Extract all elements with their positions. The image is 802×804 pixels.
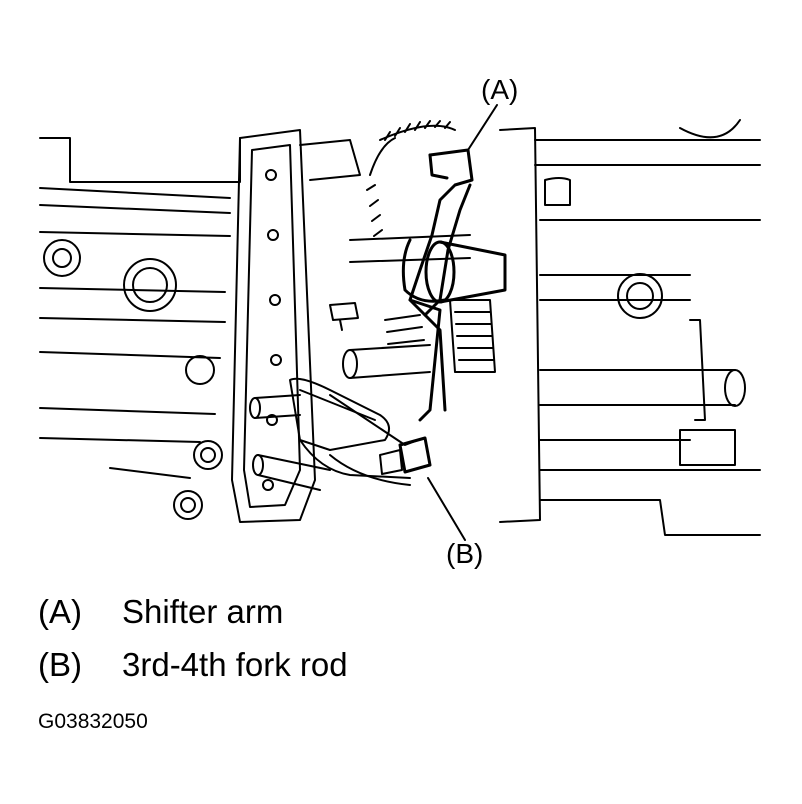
detent-bracket (329, 302, 359, 331)
legend-label-b: 3rd-4th fork rod (122, 646, 348, 683)
callout-b: (B) (446, 538, 484, 569)
fork-rod-end (379, 436, 432, 475)
legend-key-a: (A) (38, 593, 82, 630)
leader-line-b (427, 477, 466, 541)
shifter-arm (401, 148, 507, 422)
gear-teeth (366, 120, 496, 373)
legend-label-a: Shifter arm (122, 593, 284, 630)
legend-row-a: (A) Shifter arm (38, 594, 283, 630)
transmission-diagram (39, 104, 761, 541)
legend-key-b: (B) (38, 646, 82, 683)
gasket-plate (231, 129, 361, 523)
left-housing (39, 137, 241, 520)
figure-code: G03832050 (38, 710, 148, 733)
shafts (249, 234, 471, 491)
leader-line-a (467, 104, 498, 151)
shift-fork (289, 377, 419, 486)
callout-a: (A) (481, 74, 519, 105)
legend-row-b: (B) 3rd-4th fork rod (38, 647, 348, 683)
right-housing (499, 119, 761, 536)
